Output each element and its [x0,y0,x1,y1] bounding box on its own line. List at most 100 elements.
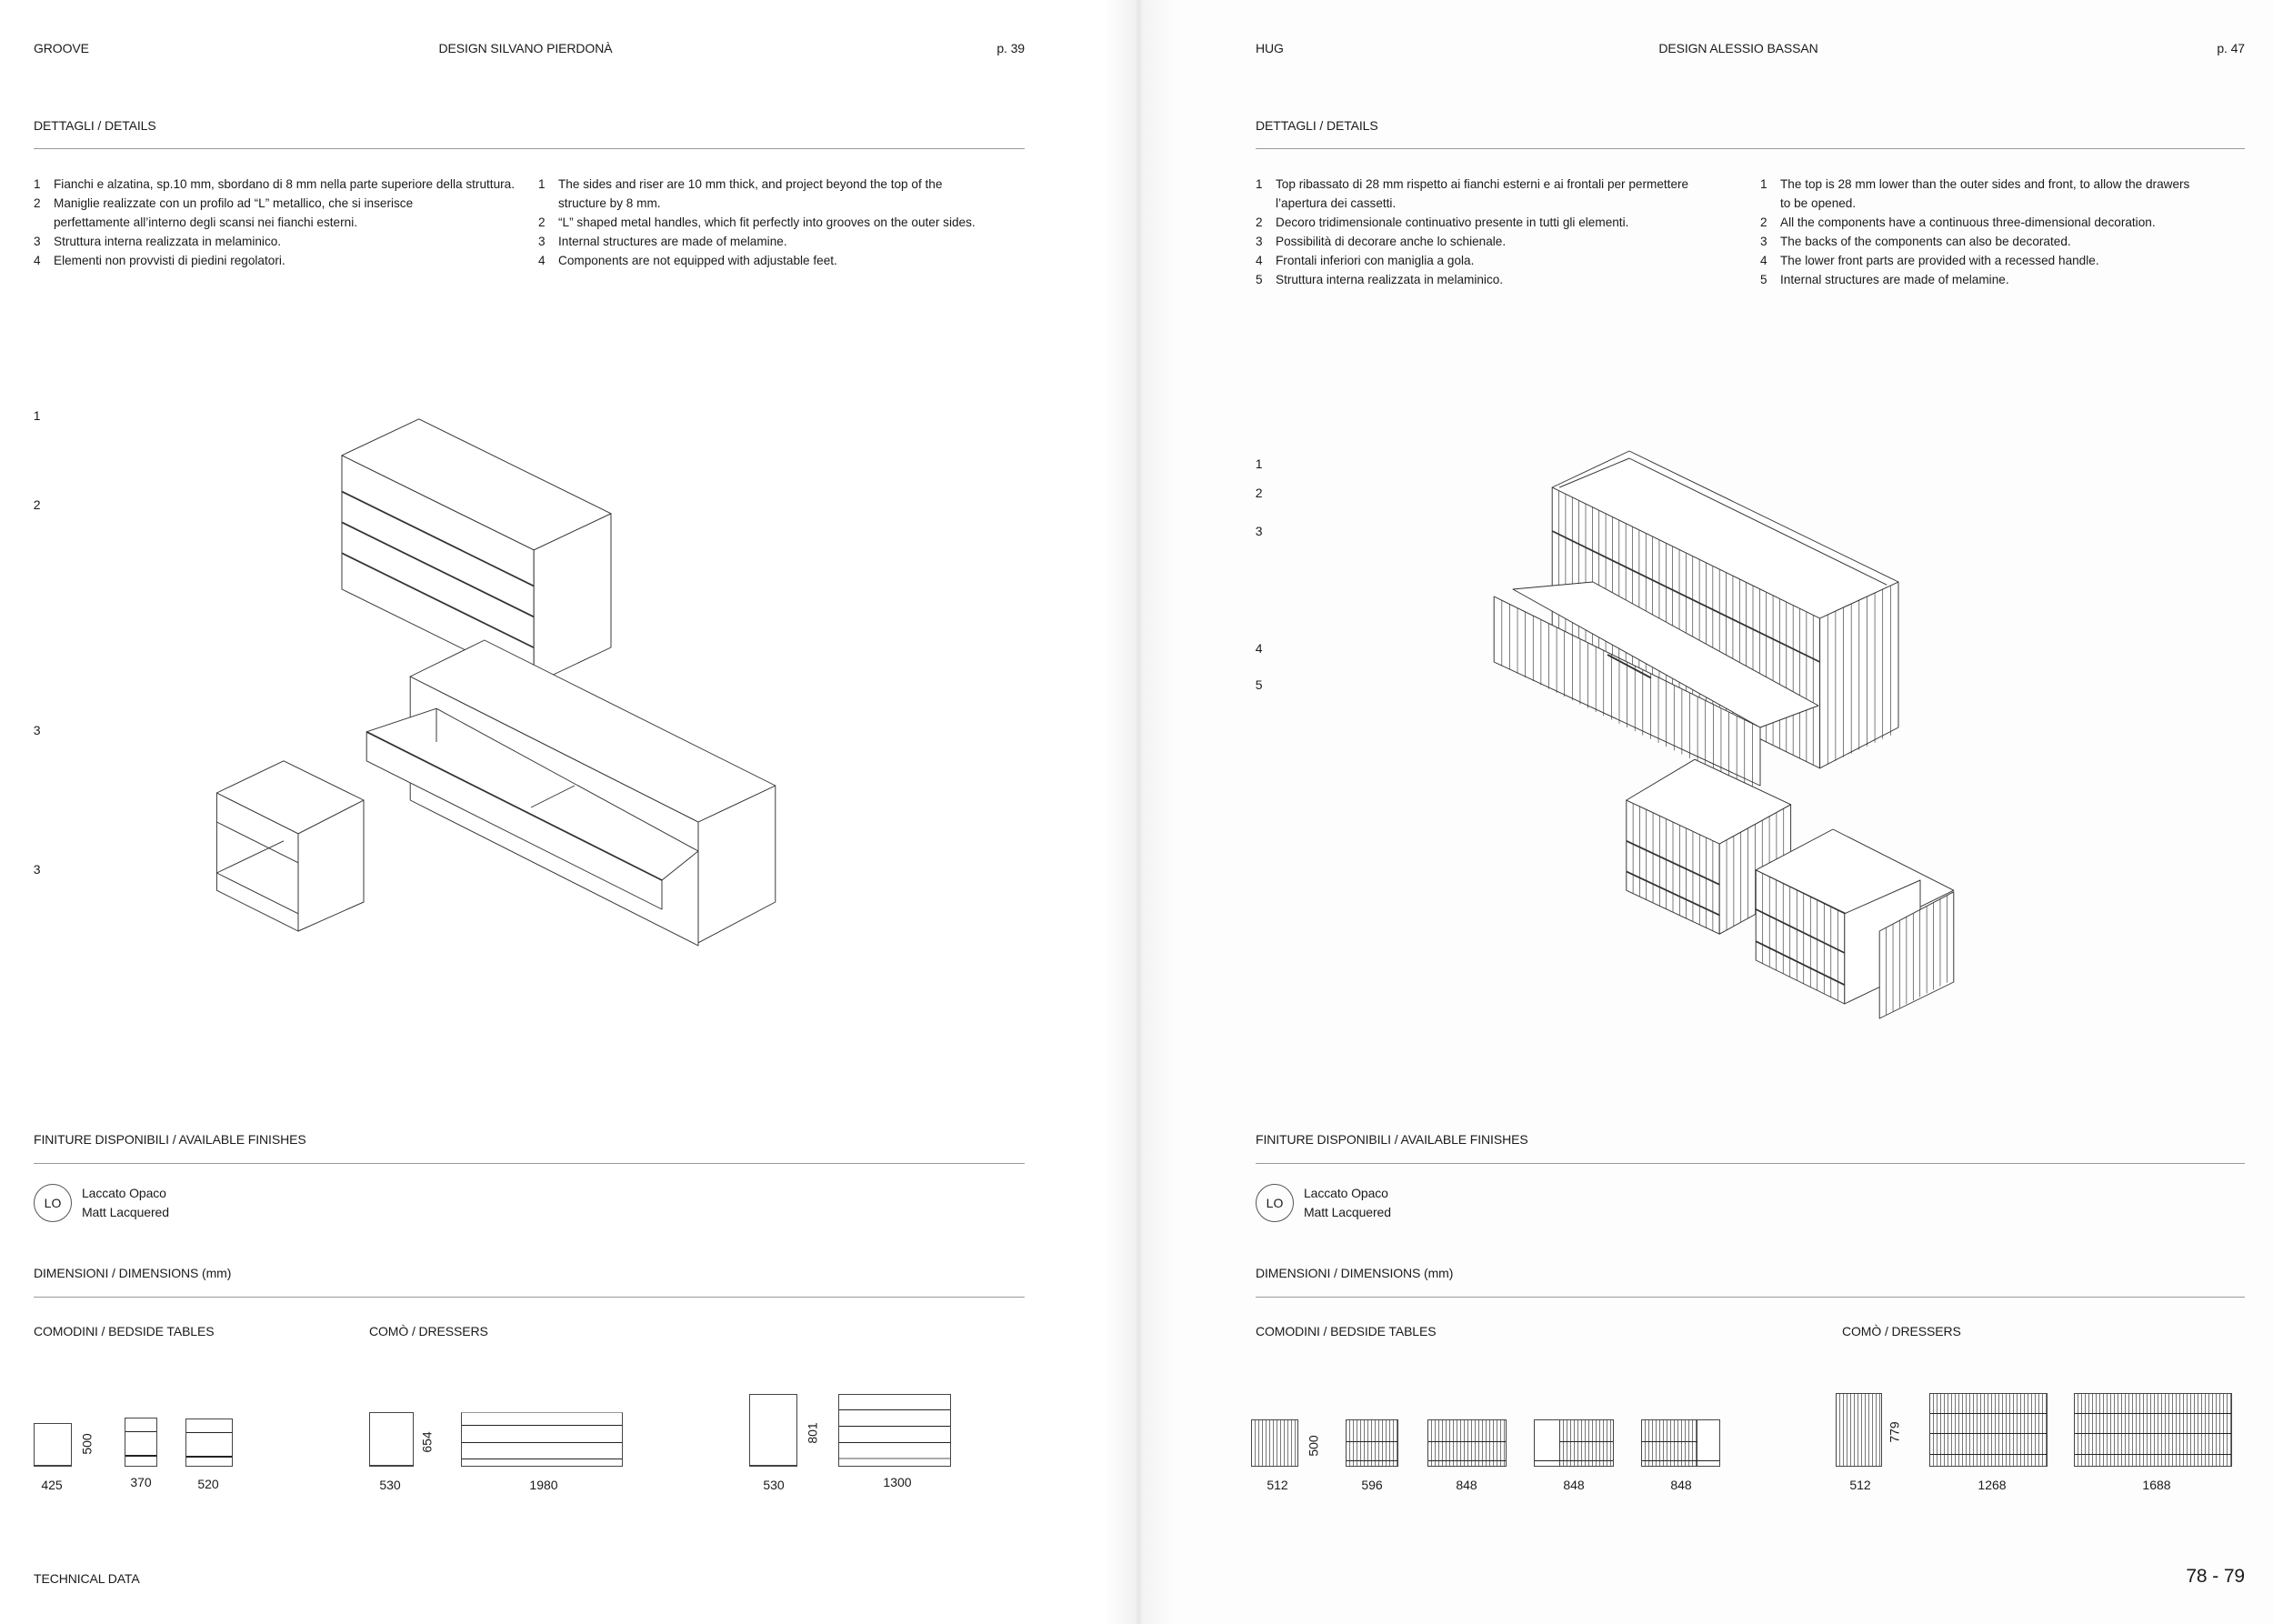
designer: DESIGN SILVANO PIERDONÀ [438,41,613,55]
divider [34,148,1025,149]
details-list-item: structure by 8 mm. [538,194,976,213]
callout-number: 5 [1255,677,1263,693]
callout-number: 1 [33,408,41,424]
finish-name-en: Matt Lacquered [82,1205,169,1219]
details-list-item: 4 The lower front parts are provided with… [1760,251,2189,270]
details-list-item: perfettamente all’interno degli scansi n… [34,213,515,232]
bedside-title: COMODINI / BEDSIDE TABLES [34,1324,215,1338]
item-number: 4 [1256,254,1263,267]
page-gutter [1105,0,1173,1624]
item-text: structure by 8 mm. [558,196,661,210]
divider [1256,1163,2245,1164]
dimension-width: 596 [1361,1478,1383,1492]
item-text: Components are not equipped with adjusta… [558,254,837,267]
item-text: Top ribassato di 28 mm rispetto ai fianc… [1276,177,1689,191]
callout-number: 3 [33,862,41,877]
bedside-top [1626,758,1792,845]
drawing-line [1755,908,1846,954]
bedside-front-view [125,1418,157,1467]
bedside-front-view [1346,1419,1398,1467]
footer-label: TECHNICAL DATA [34,1571,140,1586]
dresser-side-view [749,1394,797,1467]
item-number: 5 [1760,273,1767,286]
item-number: 1 [538,177,546,191]
dresser-front-view [2074,1393,2232,1467]
item-number: 5 [1256,273,1263,286]
bedside-top [215,760,365,835]
drawing-line [216,840,285,874]
dimension-width: 512 [1849,1478,1871,1492]
item-text: The lower front parts are provided with … [1780,254,2099,267]
item-number: 4 [34,254,41,267]
drawing-line [1559,457,1630,488]
item-number: 3 [1256,235,1263,248]
item-number: 2 [1256,216,1263,229]
dimension-width: 512 [1267,1478,1288,1492]
drawing-line [1607,654,1652,679]
product-name: GROOVE [34,41,89,55]
item-number: 1 [1256,177,1263,191]
dimension-width: 1300 [883,1475,912,1489]
page-number: p. 47 [2217,41,2245,55]
item-text: The top is 28 mm lower than the outer si… [1780,177,2190,191]
dimension-width: 1980 [529,1478,558,1492]
drawing-line [1628,457,1887,586]
item-text: The backs of the components can also be … [1780,235,2071,248]
callout-number: 2 [33,496,41,512]
divider [34,1163,1025,1164]
details-list-it: 1 Top ribassato di 28 mm rispetto ai fian… [1256,175,1688,289]
dimension-width: 848 [1563,1478,1585,1492]
item-number: 4 [1760,254,1767,267]
details-title: DETTAGLI / DETAILS [1256,118,1378,133]
dimensions-title: DIMENSIONI / DIMENSIONS (mm) [1256,1266,1454,1280]
item-text: Fianchi e alzatina, sp.10 mm, sbordano d… [54,177,515,191]
dressers-title: COMÒ / DRESSERS [1842,1324,1961,1338]
item-number: 3 [538,235,546,248]
item-text: Maniglie realizzate con un profilo ad “L… [54,196,414,210]
dresser-side-view [369,1412,414,1467]
dimension-width: 425 [41,1478,63,1492]
details-list-en: 1 The top is 28 mm lower than the outer s… [1760,175,2189,289]
sideboard-top [409,639,776,823]
page-number: p. 39 [996,41,1025,55]
product-name: HUG [1256,41,1284,55]
item-text: Internal structures are made of melamine… [558,235,787,248]
dimension-width: 520 [197,1477,219,1491]
item-number: 3 [34,235,41,248]
spread-page-numbers: 78 - 79 [2186,1566,2245,1587]
divider [1256,148,2245,149]
details-list-item: 1 Top ribassato di 28 mm rispetto ai fian… [1256,175,1688,194]
dimension-width: 848 [1456,1478,1477,1492]
drawing-line [341,521,535,618]
callout-number: 1 [1255,456,1263,471]
dresser-front-view [1929,1393,2048,1467]
drawing-line [530,785,576,808]
item-text: l’apertura dei cassetti. [1276,196,1397,210]
item-number: 1 [1760,177,1767,191]
divider [34,1297,1025,1298]
item-number: 2 [538,216,546,229]
bedside-side-view [34,1423,72,1467]
bedside-open-view [1534,1419,1614,1467]
dresser-top [341,418,612,551]
dresser-top [1551,450,1899,619]
drawer-interior [1512,581,1819,728]
callout-number: 4 [1255,641,1263,657]
callout-number: 3 [1255,523,1263,538]
drawer-front [1878,891,1955,1019]
drawing-line [1626,870,1720,917]
finish-name-it: Laccato Opaco [82,1186,166,1200]
dimension-width: 848 [1670,1478,1692,1492]
dimension-width: 1688 [2142,1478,2171,1492]
